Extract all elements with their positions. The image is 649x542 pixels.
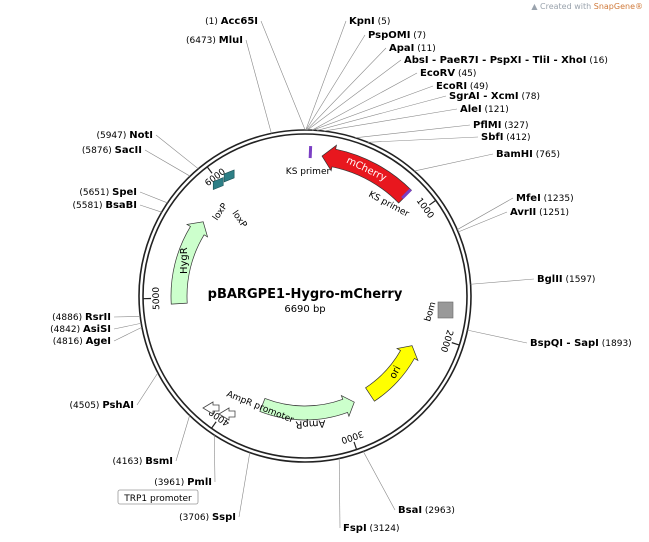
bom-label: bom [423,301,438,323]
ori-label: ori [388,364,404,381]
site-leader-line [467,329,528,344]
site-leader-line [317,95,447,131]
restriction-site-labels: (1) Acc65I KpnI (5) PspOMI (7) ApaI (11)Abs… [50,16,632,534]
site-leader-line [305,20,347,131]
site-leader-line [458,211,508,233]
tick-label: 1000 [414,196,436,221]
site-leader-line [155,134,199,170]
site-leader-line [113,326,143,342]
restriction-site: KpnI (5) [349,16,390,27]
tick-mark [451,342,460,346]
watermark-brand: SnapGene® [593,2,643,11]
site-leader-line [113,322,142,330]
site-leader-line [245,39,272,134]
site-leader-line [338,458,341,529]
site-leader-line [367,136,479,143]
restriction-site: (3961) PmlI [154,477,212,488]
loxp-marker [223,169,235,183]
ampr-label: AmpR [295,417,325,429]
tick-mark [211,421,217,429]
restriction-site: (4842) AsiSI [50,324,111,335]
site-leader-line [414,153,494,172]
restriction-site: (5947) NotI [96,130,153,141]
trp1-promoter-box [117,489,199,505]
restriction-site: (4886) RsrII [52,312,111,323]
bom-feature [437,301,454,319]
primer-label: KS primer [286,167,331,177]
plasmid-name: pBARGPE1-Hygro-mCherry [208,287,403,302]
snapgene-logo-icon: ▲ [531,2,538,11]
site-leader-line [113,316,141,318]
snapgene-watermark: ▲ Created with SnapGene® [531,2,643,11]
restriction-site: SgrAI - XcmI (78) [449,91,540,102]
tick-mark [206,166,213,174]
restriction-site: PflMI (327) [473,120,528,131]
site-leader-line [144,149,191,177]
primer-marker [401,188,412,200]
site-leader-line [305,34,366,131]
restriction-site: BglII (1597) [537,274,595,285]
site-leader-line [363,451,396,511]
restriction-site: (5876) SacII [82,145,142,156]
restriction-site: AvrII (1251) [510,207,569,218]
site-leader-line [136,372,159,406]
watermark-prefix: Created with [540,2,592,11]
restriction-site: AleI (121) [460,104,509,115]
restriction-site: ApaI (11) [389,43,436,54]
restriction-site: AbsI - PaeR7I - PspXI - TliI - XhoI (16) [404,55,608,66]
promoter-arrow [218,407,236,421]
site-leader-line [213,434,216,483]
ampr-feature [259,394,355,421]
site-leader-line [355,124,471,139]
tick-label: 5000 [152,287,162,310]
plasmid-length: 6690 bp [284,304,325,315]
restriction-site: EcoRI (49) [436,81,488,92]
site-leader-line [457,197,514,230]
site-leader-line [470,278,535,285]
ori-feature [365,345,419,402]
restriction-site: SbfI (412) [481,132,531,143]
site-leader-lines [113,20,535,529]
tick-mark [353,441,358,450]
loxp-label: loxP [230,209,249,230]
restriction-site: BamHI (765) [496,149,560,160]
restriction-site: (3706) SspI [179,512,236,523]
restriction-site: FspI (3124) [343,523,399,534]
site-leader-line [311,72,418,131]
restriction-site: (4816) AgeI [53,336,111,347]
tick-label: 2000 [438,328,455,353]
hygr-label: HygR [179,247,190,274]
hygr-feature [170,221,209,305]
tick-mark [428,199,437,206]
restriction-site: EcoRV (45) [420,68,476,79]
loxp-label: loxP [211,201,230,222]
restriction-site: BsaI (2963) [398,505,455,516]
restriction-site: (5651) SpeI [79,187,137,198]
site-leader-line [307,59,402,131]
site-leader-line [175,415,190,462]
restriction-site: (6473) MluI [186,35,243,46]
restriction-site: (5581) BsaBI [73,200,137,211]
backbone-inner [142,133,468,459]
promoter-arrow [202,401,220,415]
site-leader-line [139,191,168,204]
trp1-promoter-label: TRP1 promoter [123,494,192,504]
site-leader-line [260,20,306,131]
tick-label: 3000 [339,428,364,445]
restriction-site: (4163) BsmI [112,456,173,467]
restriction-site: BspQI - SapI (1893) [530,338,632,349]
restriction-site: PspOMI (7) [368,30,426,41]
site-leader-line [238,452,251,518]
site-leader-line [139,204,162,213]
restriction-site: MfeI (1235) [516,193,574,204]
restriction-site: (4505) PshAI [70,400,134,411]
mcherry-feature [321,144,412,204]
restriction-site: (1) Acc65I [205,16,258,27]
site-leader-line [312,85,434,131]
loxp-marker [212,177,224,191]
site-leader-line [306,47,387,131]
site-leader-line [323,108,458,132]
